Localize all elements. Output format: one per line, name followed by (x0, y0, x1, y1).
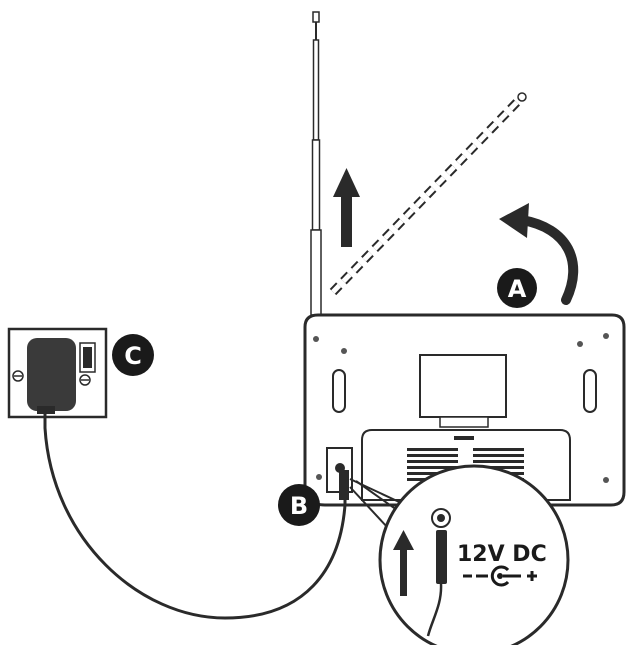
up-arrow-icon (333, 168, 360, 247)
marker-b: B (278, 484, 320, 526)
marker-a: A (497, 268, 537, 308)
marker-c: C (112, 334, 154, 376)
tilted-antenna-icon (329, 92, 527, 296)
dc-polarity-icon (463, 565, 537, 587)
marker-a-label: A (508, 275, 527, 303)
power-adapter-icon (27, 338, 76, 424)
marker-b-label: B (290, 492, 308, 520)
marker-c-label: C (124, 342, 142, 370)
dc-jack-inset: 12V DC (378, 464, 570, 645)
voltage-label: 12V DC (457, 542, 547, 567)
antenna-icon (310, 11, 322, 316)
power-cable-icon (43, 410, 347, 620)
rotate-arrow-icon (499, 203, 579, 305)
